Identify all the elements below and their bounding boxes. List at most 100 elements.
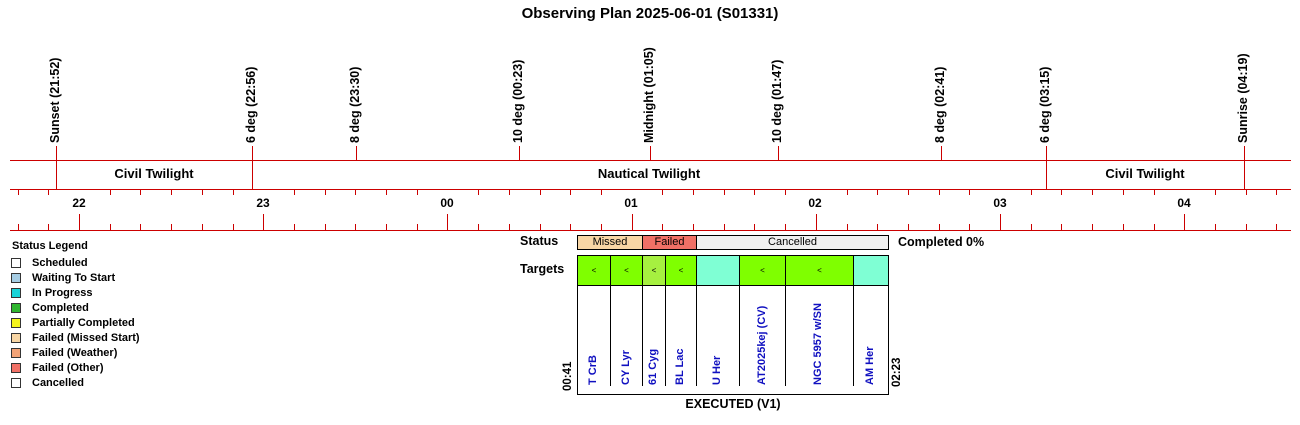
minor-tick: [1061, 189, 1062, 195]
event-label-10deg-morning: 10 deg (01:47): [770, 59, 784, 143]
target-name-61-cyg[interactable]: 61 Cyg: [647, 348, 659, 385]
minor-tick: [785, 224, 786, 230]
minor-tick: [540, 224, 541, 230]
event-tick-6deg-evening: [252, 146, 253, 190]
minor-tick: [570, 224, 571, 230]
target-divider: [665, 286, 666, 386]
minor-tick: [1276, 189, 1277, 195]
status-row-label: Status: [520, 234, 559, 248]
event-tick-6deg-morning: [1046, 146, 1047, 190]
target-cell-am-her[interactable]: [853, 255, 889, 286]
event-label-8deg-evening: 8 deg (23:30): [348, 66, 362, 143]
hour-tick: [816, 214, 817, 230]
minor-tick: [754, 224, 755, 230]
twilight-label-morning: Civil Twilight: [1105, 166, 1185, 181]
target-name-am-her[interactable]: AM Her: [864, 346, 876, 385]
minor-tick: [48, 189, 49, 195]
target-name-cy-lyr[interactable]: CY Lyr: [620, 350, 632, 385]
minor-tick: [693, 224, 694, 230]
event-tick-8deg-morning: [941, 146, 942, 160]
legend-label: In Progress: [32, 286, 93, 299]
hour-label-02: 02: [808, 196, 822, 210]
minor-tick: [509, 189, 510, 195]
legend-swatch: [11, 332, 21, 343]
target-divider: [853, 286, 854, 386]
hour-label-01: 01: [624, 196, 638, 210]
minor-tick: [877, 189, 878, 195]
target-cell-61-cyg[interactable]: <: [642, 255, 666, 286]
minor-tick: [785, 189, 786, 195]
hour-tick: [263, 214, 264, 230]
legend-item-partial: Partially Completed: [11, 315, 135, 330]
minor-tick: [1031, 189, 1032, 195]
status-segment-cancelled[interactable]: Cancelled: [696, 235, 889, 250]
minor-tick: [18, 189, 19, 195]
minor-tick: [233, 224, 234, 230]
timeline-rule-top: [10, 160, 1291, 161]
minor-tick: [140, 224, 141, 230]
target-name-bl-lac[interactable]: BL Lac: [674, 348, 686, 385]
legend-swatch: [11, 347, 21, 358]
minor-tick: [1031, 224, 1032, 230]
minor-tick: [1123, 189, 1124, 195]
completed-percent: Completed 0%: [898, 235, 985, 249]
target-divider: [696, 286, 697, 386]
minor-tick: [233, 189, 234, 195]
minor-tick: [724, 189, 725, 195]
event-tick-10deg-evening: [519, 146, 520, 160]
target-cell-cy-lyr[interactable]: <: [610, 255, 643, 286]
legend-item-cancelled: Cancelled: [11, 375, 84, 390]
hour-label-22: 22: [72, 196, 86, 210]
hour-tick: [1184, 214, 1185, 230]
event-tick-10deg-morning: [778, 146, 779, 160]
target-name-at2025kej[interactable]: AT2025kej (CV): [756, 305, 768, 385]
hour-tick: [447, 214, 448, 230]
hour-tick: [632, 214, 633, 230]
minor-tick: [294, 189, 295, 195]
twilight-label-evening: Civil Twilight: [114, 166, 194, 181]
target-divider: [610, 286, 611, 386]
target-name-u-her[interactable]: U Her: [711, 355, 723, 385]
minor-tick: [417, 189, 418, 195]
minor-tick: [355, 189, 356, 195]
status-segment-failed[interactable]: Failed: [642, 235, 697, 250]
legend-label: Cancelled: [32, 376, 84, 389]
twilight-label-night: Nautical Twilight: [597, 166, 701, 181]
legend-label: Failed (Other): [32, 361, 104, 374]
executed-label: EXECUTED (V1): [685, 397, 781, 411]
minor-tick: [417, 224, 418, 230]
plan-end-time: 02:23: [891, 357, 903, 387]
minor-tick: [1092, 189, 1093, 195]
legend-item-failed-other: Failed (Other): [11, 360, 104, 375]
minor-tick: [969, 224, 970, 230]
target-cell-t-crb[interactable]: <: [577, 255, 611, 286]
event-tick-8deg-evening: [356, 146, 357, 160]
minor-tick: [847, 189, 848, 195]
status-segment-missed[interactable]: Missed: [577, 235, 643, 250]
legend-label: Waiting To Start: [32, 271, 116, 284]
minor-tick: [1154, 189, 1155, 195]
minor-tick: [908, 224, 909, 230]
minor-tick: [1215, 224, 1216, 230]
minor-tick: [1154, 224, 1155, 230]
minor-tick: [386, 224, 387, 230]
legend-label: Completed: [32, 301, 89, 314]
timeline-rule-bottom: [10, 230, 1291, 231]
minor-tick: [724, 224, 725, 230]
plan-title: Observing Plan 2025-06-01 (S01331): [521, 5, 779, 22]
target-cell-bl-lac[interactable]: <: [665, 255, 697, 286]
target-cell-ngc-5957[interactable]: <: [785, 255, 854, 286]
legend-item-waiting: Waiting To Start: [11, 270, 115, 285]
legend-swatch: [11, 362, 21, 373]
executed-box: [577, 285, 889, 395]
minor-tick: [662, 189, 663, 195]
minor-tick: [540, 189, 541, 195]
hour-label-03: 03: [993, 196, 1007, 210]
legend-swatch: [11, 377, 21, 388]
target-name-t-crb[interactable]: T CrB: [587, 355, 599, 385]
target-name-ngc-5957[interactable]: NGC 5957 w/SN: [812, 303, 824, 385]
legend-title: Status Legend: [12, 240, 88, 252]
target-cell-at2025kej[interactable]: <: [739, 255, 786, 286]
target-cell-u-her[interactable]: [696, 255, 740, 286]
minor-tick: [939, 189, 940, 195]
